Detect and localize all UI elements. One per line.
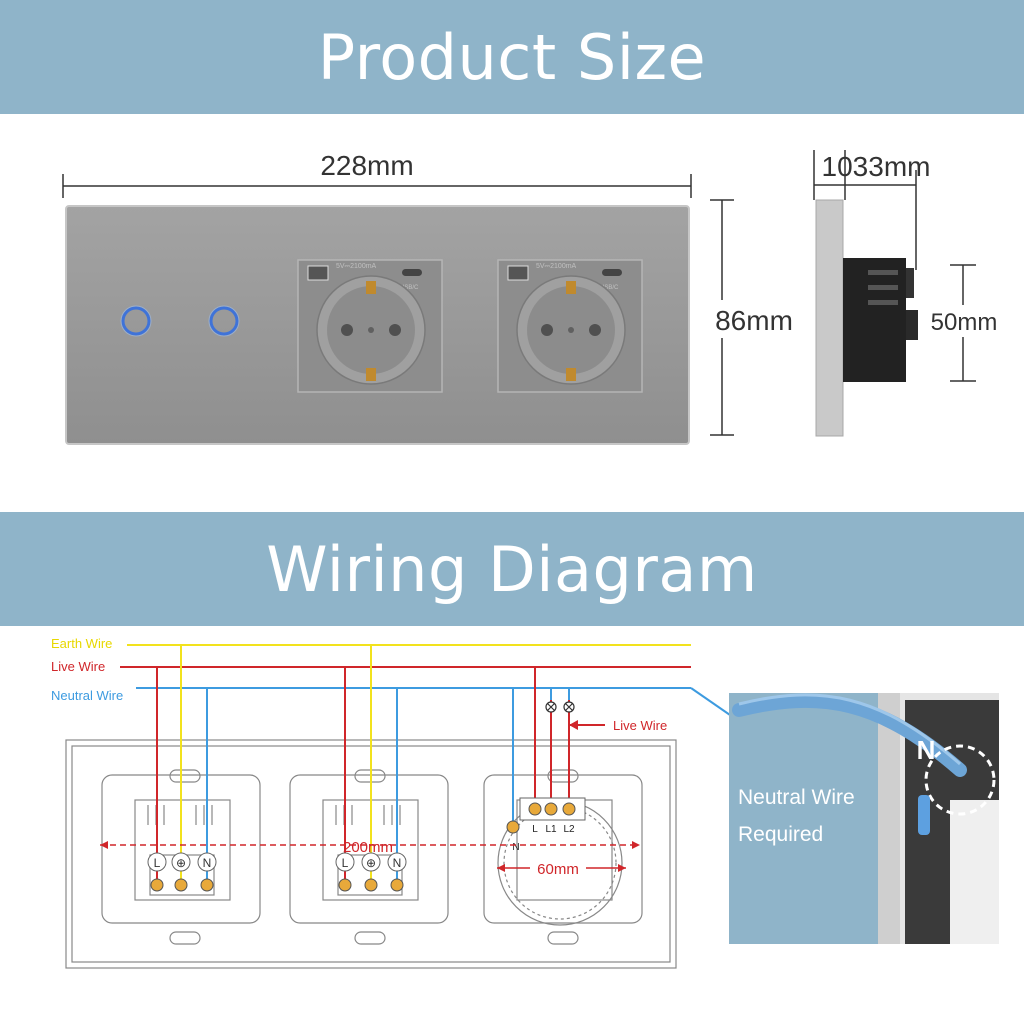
neutral-badge: N <box>917 735 936 765</box>
wiring-diagram-heading: Wiring Diagram <box>0 512 1024 626</box>
width-dimension: 228mm <box>62 150 692 198</box>
live-wire-label: Live Wire <box>51 659 105 674</box>
switch-terminal-n: N <box>512 842 519 853</box>
neutral-note-line2: Required <box>738 823 824 846</box>
usb-output-label: 5V⎓2100mA <box>336 263 377 270</box>
terminal-n-label: N <box>393 856 402 870</box>
side-view <box>815 199 918 437</box>
socket-2-wiring: L ⊕ N <box>335 645 407 892</box>
terminal-earth-label: ⊕ <box>366 856 376 870</box>
wire-legend: Earth Wire Live Wire Neutral Wire <box>51 636 691 703</box>
usb-c-port-icon <box>402 269 422 276</box>
schuko-socket-2: 5V⎓2100mA USB/C <box>497 259 643 393</box>
terminal-n-label: N <box>203 856 212 870</box>
neutral-wire-label: Neutral Wire <box>51 688 123 703</box>
depth-dimension: 1033mm <box>813 150 931 270</box>
neutral-highlight-icon <box>924 744 996 816</box>
switch-wiring: Live Wire L L1 L2 N <box>506 667 667 853</box>
neutral-photo: N <box>729 693 999 944</box>
center-spacing-label: 200mm <box>343 839 393 856</box>
earth-wire-label: Earth Wire <box>51 636 112 651</box>
box-height-dimension: 50mm <box>922 264 1022 382</box>
usb-c-port-icon <box>602 269 622 276</box>
width-label: 228mm <box>320 150 413 181</box>
box-height-label: 50mm <box>931 309 998 336</box>
terminal-l-label: L <box>342 856 349 870</box>
touch-key-1-icon <box>121 306 151 336</box>
center-spacing-dimension: 200mm <box>100 839 640 856</box>
live-wire-right-label: Live Wire <box>613 718 667 733</box>
front-panel: 5V⎓2100mA USB/C 5V⎓2100mA USB/C <box>65 205 690 445</box>
usb-port-label: USB/C <box>600 285 619 291</box>
usb-port-label: USB/C <box>400 285 419 291</box>
touch-key-2-icon <box>209 306 239 336</box>
switch-terminal-l1: L1 <box>545 824 557 835</box>
terminal-l-label: L <box>154 856 161 870</box>
schuko-socket-1: 5V⎓2100mA USB/C <box>297 259 443 393</box>
product-size-heading: Product Size <box>0 0 1024 114</box>
usb-a-port-icon <box>507 265 529 281</box>
socket-1-wiring: L ⊕ N <box>147 645 217 892</box>
switch-terminal-l: L <box>532 824 538 835</box>
usb-output-label: 5V⎓2100mA <box>536 263 577 270</box>
height-label: 86mm <box>715 305 793 336</box>
height-dimension: 86mm <box>703 199 805 436</box>
terminal-earth-label: ⊕ <box>176 856 186 870</box>
depth-label: 1033mm <box>822 151 931 182</box>
box-diameter-dimension: 60mm <box>497 858 626 878</box>
box-diameter-label: 60mm <box>537 861 579 878</box>
neutral-note-line1: Neutral Wire <box>738 786 855 809</box>
switch-terminal-l2: L2 <box>563 824 575 835</box>
usb-a-port-icon <box>307 265 329 281</box>
